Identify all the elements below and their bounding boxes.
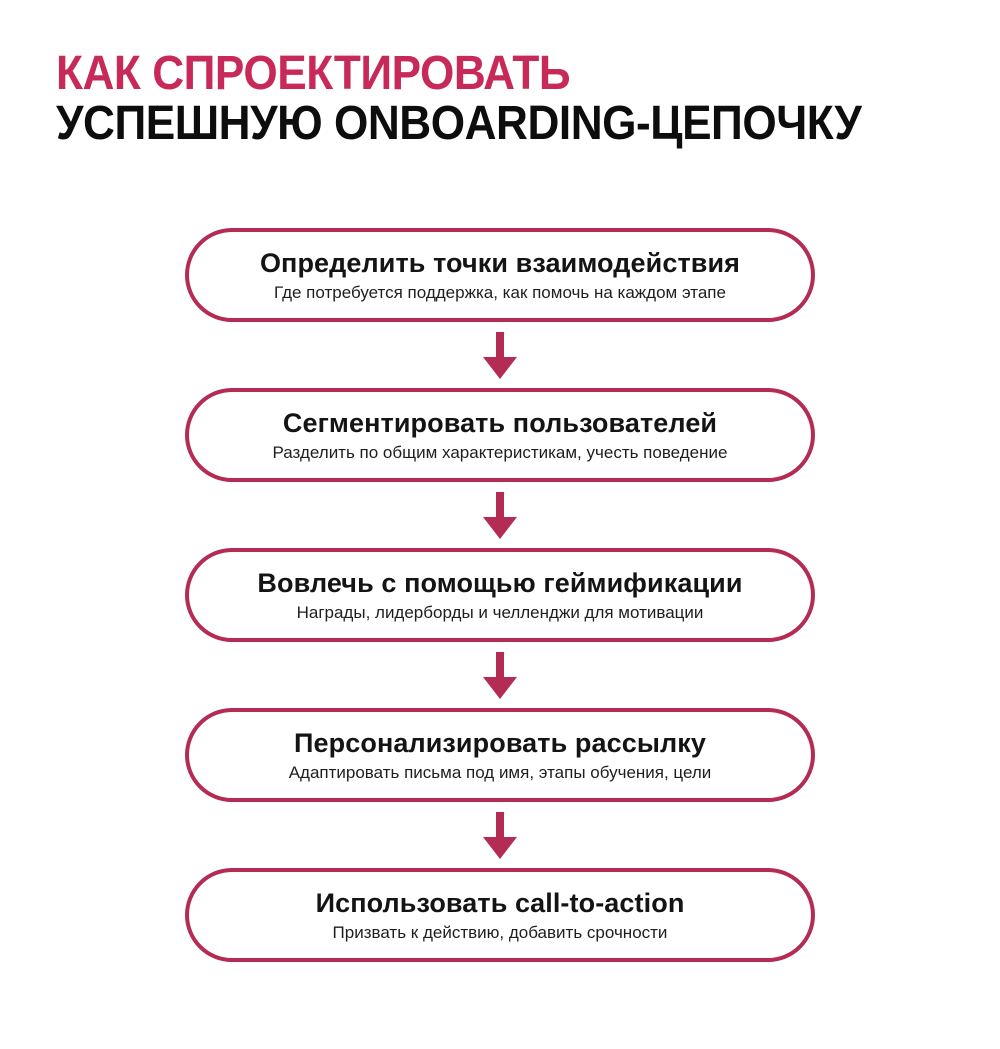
arrow-stem xyxy=(496,331,504,357)
step-description: Адаптировать письма под имя, этапы обуче… xyxy=(288,762,712,782)
step-description: Награды, лидерборды и челленджи для моти… xyxy=(296,602,704,622)
step-title: Определить точки взаимодействия xyxy=(259,247,741,278)
page-title: КАК СПРОЕКТИРОВАТЬ УСПЕШНУЮ ONBOARDING-Ц… xyxy=(56,47,862,150)
arrow-head xyxy=(483,516,517,539)
step-description: Где потребуется поддержка, как помочь на… xyxy=(274,282,726,302)
step-description: Разделить по общим характеристикам, учес… xyxy=(272,442,728,462)
page-header: КАК СПРОЕКТИРОВАТЬ УСПЕШНУЮ ONBOARDING-Ц… xyxy=(56,50,931,148)
step-title: Использовать call-to-action xyxy=(315,887,685,918)
step-card-4: Персонализировать рассылку Адаптировать … xyxy=(185,708,815,802)
arrow-down-icon xyxy=(483,802,517,868)
arrow-head xyxy=(483,356,517,379)
step-card-1: Определить точки взаимодействия Где потр… xyxy=(185,228,815,322)
page-title-line-2: УСПЕШНУЮ ONBOARDING-ЦЕПОЧКУ xyxy=(56,97,862,150)
flowchart: Определить точки взаимодействия Где потр… xyxy=(185,228,815,962)
arrow-head xyxy=(483,676,517,699)
arrow-stem xyxy=(496,651,504,677)
step-description: Призвать к действию, добавить срочности xyxy=(332,922,668,942)
arrow-stem xyxy=(496,491,504,517)
step-card-5: Использовать call-to-action Призвать к д… xyxy=(185,868,815,962)
step-title: Сегментировать пользователей xyxy=(282,407,718,438)
step-card-2: Сегментировать пользователей Разделить п… xyxy=(185,388,815,482)
step-card-3: Вовлечь с помощью геймификации Награды, … xyxy=(185,548,815,642)
arrow-head xyxy=(483,836,517,859)
step-title: Вовлечь с помощью геймификации xyxy=(257,567,743,598)
step-title: Персонализировать рассылку xyxy=(294,727,706,758)
arrow-down-icon xyxy=(483,322,517,388)
arrow-stem xyxy=(496,811,504,837)
page-title-line-1: КАК СПРОЕКТИРОВАТЬ xyxy=(56,47,571,100)
arrow-down-icon xyxy=(483,482,517,548)
arrow-down-icon xyxy=(483,642,517,708)
